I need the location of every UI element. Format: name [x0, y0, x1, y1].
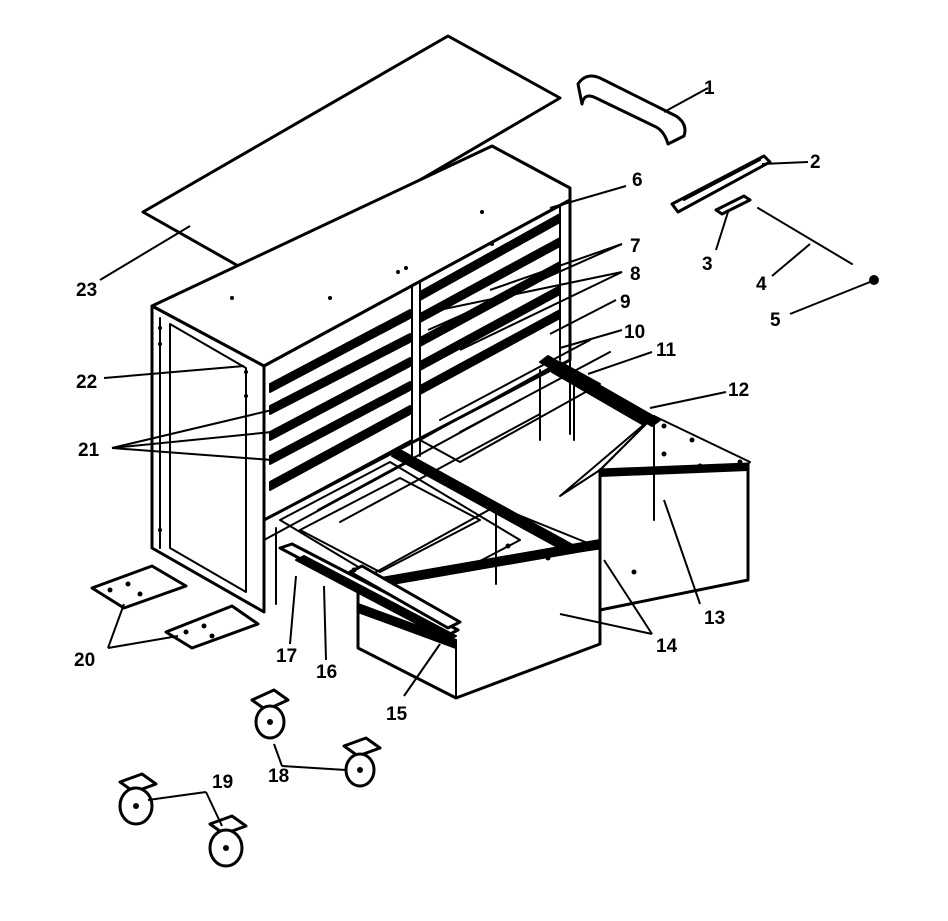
top-mat	[141, 34, 562, 278]
callout-23: 23	[76, 280, 97, 301]
callout-21: 21	[78, 440, 100, 461]
lock-pin-part	[869, 275, 879, 285]
handle-part	[576, 74, 687, 146]
callout-20: 20	[74, 650, 95, 671]
callout-6: 6	[632, 170, 643, 191]
callout-8: 8	[630, 264, 641, 285]
lock-rod-part	[757, 207, 853, 265]
drawer-slide-part	[670, 154, 772, 214]
callout-14: 14	[656, 636, 678, 657]
leader-lines	[99, 87, 871, 827]
slide-bracket-part	[714, 194, 752, 216]
callout-12: 12	[728, 380, 749, 401]
swivel-casters	[118, 772, 248, 868]
callout-3: 3	[702, 254, 713, 275]
callout-9: 9	[620, 292, 631, 313]
callout-2: 2	[810, 152, 821, 173]
callout-19: 19	[212, 772, 233, 793]
callout-16: 16	[316, 662, 337, 683]
rigid-casters	[250, 688, 382, 788]
callout-15: 15	[386, 704, 408, 725]
callout-18: 18	[268, 766, 289, 787]
caster-mount-plates	[90, 564, 260, 650]
left-lower-drawer	[356, 505, 602, 700]
callout-1: 1	[704, 78, 715, 99]
callout-13: 13	[704, 608, 725, 629]
callout-7: 7	[630, 236, 641, 257]
callout-5: 5	[770, 310, 781, 331]
cabinet-body	[150, 144, 661, 614]
callout-4: 4	[756, 274, 767, 295]
callout-11: 11	[656, 340, 677, 361]
callout-17: 17	[276, 646, 297, 667]
callout-10: 10	[624, 322, 645, 343]
callout-numbers: 1 2 3 4 5 6 7 8 9 10 11 12 13 14 15 16 1…	[74, 78, 821, 793]
drawer-slide-rails	[278, 542, 462, 641]
callout-22: 22	[76, 372, 97, 393]
